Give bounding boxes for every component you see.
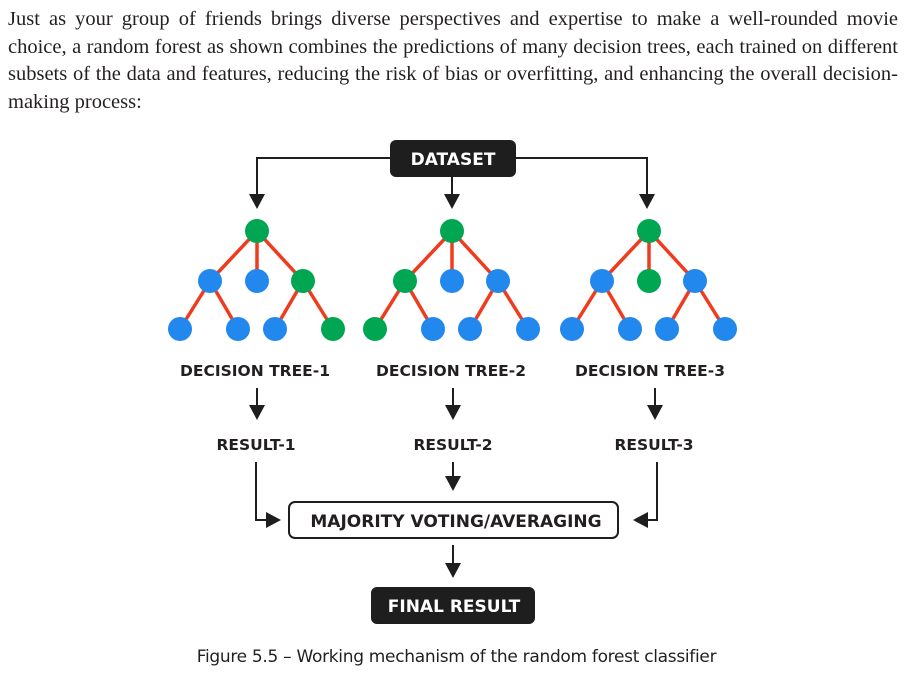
tree-leaf-node	[226, 317, 250, 341]
arrowhead-icon	[445, 476, 461, 491]
tree-leaf-node	[713, 317, 737, 341]
tree-leaf-node	[618, 317, 642, 341]
result-aggregator-arrowheads	[266, 476, 648, 528]
connector-result-1-aggregator	[255, 462, 268, 521]
arrowhead-icon	[266, 512, 281, 528]
tree-level2-node	[393, 269, 417, 293]
final-result-node: FINAL RESULT	[371, 587, 535, 624]
tree-leaf-node	[263, 317, 287, 341]
tree-2-label: DECISION TREE-2	[376, 362, 526, 380]
tree-1-label: DECISION TREE-1	[180, 362, 330, 380]
arrowhead-icon	[444, 194, 460, 209]
tree-level2-node	[198, 269, 222, 293]
arrowhead-icon	[633, 512, 648, 528]
figure-caption: Figure 5.5 – Working mechanism of the ra…	[196, 647, 717, 667]
tree-level2-node	[245, 269, 269, 293]
arrowhead-icon	[639, 194, 655, 209]
tree-leaf-node	[363, 317, 387, 341]
tree-level2-node	[683, 269, 707, 293]
aggregator-box	[288, 501, 619, 539]
decision-tree-3	[560, 219, 737, 341]
intro-paragraph: Just as your group of friends brings div…	[8, 8, 898, 113]
dataset-arrowheads	[249, 194, 655, 209]
tree-3-label: DECISION TREE-3	[575, 362, 725, 380]
result-1-label: RESULT-1	[216, 436, 295, 454]
result-2-label: RESULT-2	[413, 436, 492, 454]
tree-leaf-node	[168, 317, 192, 341]
tree-leaf-node	[655, 317, 679, 341]
tree-root-node	[637, 219, 661, 243]
final-result-box	[371, 587, 535, 624]
tree-level2-node	[440, 269, 464, 293]
dataset-label: DATASET	[411, 150, 496, 170]
arrowhead-icon	[445, 405, 461, 420]
connector-dataset-tree-3	[516, 157, 648, 196]
tree-result-connectors	[256, 388, 656, 408]
dataset-box	[390, 140, 516, 177]
tree-leaf-node	[560, 317, 584, 341]
tree-leaf-node	[458, 317, 482, 341]
tree-root-node	[440, 219, 464, 243]
tree-leaf-node	[321, 317, 345, 341]
arrowhead-icon	[445, 563, 461, 578]
result-aggregator-connectors	[255, 462, 658, 521]
tree-leaf-node	[421, 317, 445, 341]
tree-level2-node	[637, 269, 661, 293]
tree-level2-node	[590, 269, 614, 293]
connector-result-3-aggregator	[646, 462, 658, 521]
decision-trees	[168, 219, 737, 341]
aggregator-node: MAJORITY VOTING/AVERAGING	[288, 501, 619, 539]
tree-leaf-node	[516, 317, 540, 341]
arrowhead-icon	[249, 194, 265, 209]
tree-result-arrowheads	[249, 405, 663, 420]
result-3-label: RESULT-3	[614, 436, 693, 454]
decision-tree-2	[363, 219, 540, 341]
tree-root-node	[245, 219, 269, 243]
final-result-label: FINAL RESULT	[388, 597, 521, 617]
tree-level2-node	[486, 269, 510, 293]
dataset-node: DATASET	[390, 140, 516, 177]
connector-dataset-tree-1	[256, 157, 390, 196]
decision-tree-1	[168, 219, 345, 341]
arrowhead-icon	[249, 405, 265, 420]
arrowhead-icon	[647, 405, 663, 420]
aggregator-label: MAJORITY VOTING/AVERAGING	[310, 512, 601, 532]
dataset-connectors	[256, 157, 648, 196]
tree-level2-node	[291, 269, 315, 293]
